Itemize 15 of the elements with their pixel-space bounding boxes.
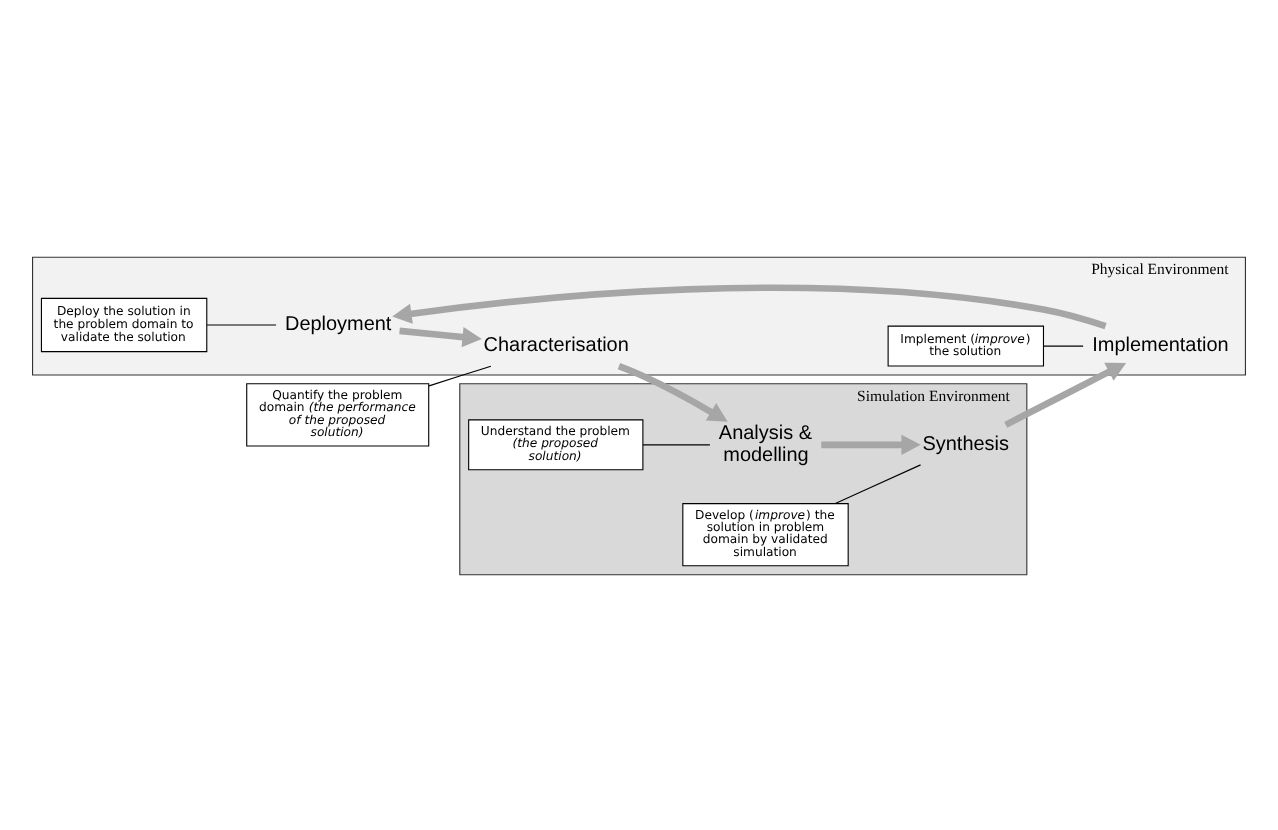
connector bbox=[206, 323, 277, 325]
node-text: Deployment bbox=[285, 312, 392, 335]
connector bbox=[834, 463, 922, 504]
arrow bbox=[399, 325, 482, 347]
arrow bbox=[392, 283, 1107, 329]
connector bbox=[642, 443, 711, 445]
connector bbox=[428, 364, 492, 386]
node-text: Analysis & modelling bbox=[718, 421, 812, 466]
node-text: Synthesis bbox=[922, 432, 1009, 455]
node-text: Implementation bbox=[1092, 333, 1229, 356]
arrow bbox=[1004, 361, 1127, 427]
arrow bbox=[617, 362, 728, 421]
arrow bbox=[821, 433, 921, 455]
connector bbox=[1043, 344, 1084, 346]
node-text: Characterisation bbox=[483, 333, 629, 356]
